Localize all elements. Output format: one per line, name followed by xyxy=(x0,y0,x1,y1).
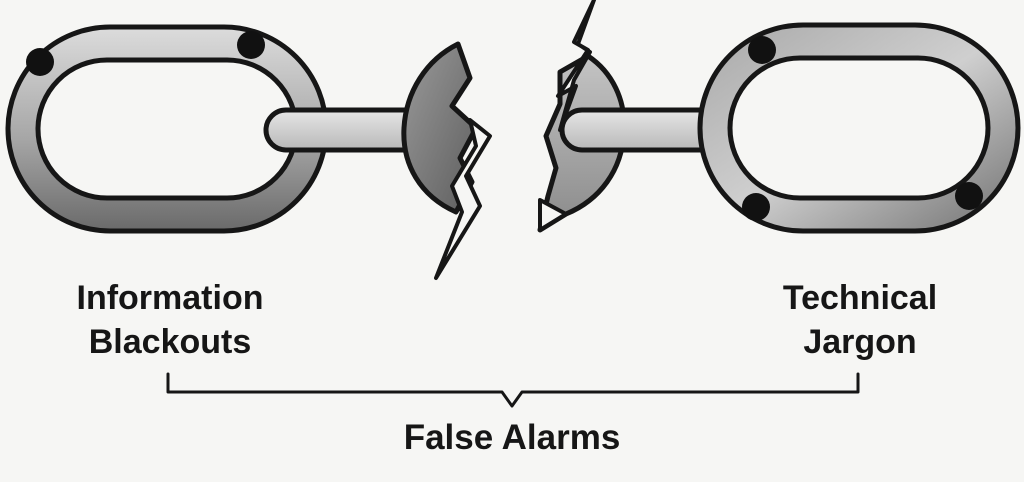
label-line: Jargon xyxy=(803,323,917,361)
rivet-dot xyxy=(955,182,983,210)
left-link-rivets xyxy=(26,31,265,76)
rivet-dot xyxy=(26,48,54,76)
rivet-dot xyxy=(748,36,776,64)
left-crack-spike xyxy=(434,118,492,280)
rivet-dot xyxy=(237,31,265,59)
label-line: Information xyxy=(76,279,264,317)
label-line: Technical xyxy=(782,279,938,317)
rivet-dot xyxy=(742,193,770,221)
label-technical-jargon: Technical Jargon xyxy=(730,276,990,364)
label-false-alarms: False Alarms xyxy=(403,418,621,457)
bottom-bracket xyxy=(166,372,860,408)
label-line: Blackouts xyxy=(88,323,252,361)
right-crack-spike xyxy=(556,0,596,132)
label-information-blackouts: Information Blackouts xyxy=(40,276,300,364)
right-shard-chip xyxy=(538,198,568,232)
right-chain-link xyxy=(697,22,1021,234)
right-link-rivets xyxy=(742,36,983,221)
